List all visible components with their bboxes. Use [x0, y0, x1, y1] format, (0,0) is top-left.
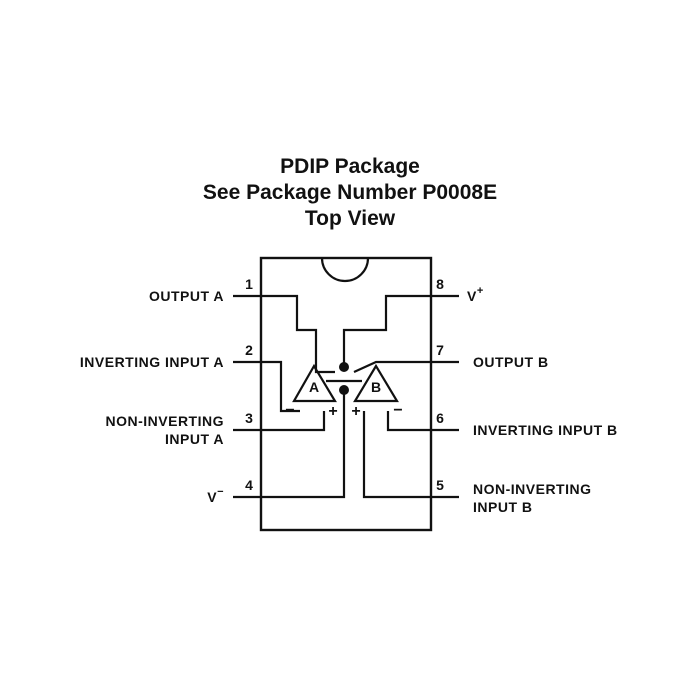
title-line-1: PDIP Package [280, 155, 420, 178]
op-amp-b-plus-sign: + [351, 403, 360, 420]
op-amp-b-minus-sign: − [393, 402, 402, 419]
pin1-notch [320, 257, 370, 283]
wire-inverting-b [386, 411, 431, 432]
pin1-number: 1 [245, 276, 253, 292]
wire-noninverting-b [362, 411, 431, 499]
pin8-label-sup: + [477, 285, 484, 297]
pin8-label-v: V [467, 288, 477, 304]
op-amp-b-triangle [353, 363, 399, 403]
pin4-label-sup: − [217, 486, 224, 498]
junction-dot-upper [339, 362, 349, 372]
op-amp-a-plus-sign: + [328, 403, 337, 420]
op-amp-a-label: A [309, 379, 319, 395]
pin7-number: 7 [436, 342, 444, 358]
pin3-label-line2: INPUT A [165, 431, 224, 447]
title-line-2: See Package Number P0008E [203, 181, 497, 204]
pin3-number: 3 [245, 410, 253, 426]
pin5-number: 5 [436, 477, 444, 493]
pin2-label: INVERTING INPUT A [80, 354, 224, 370]
pin6-label: INVERTING INPUT B [473, 422, 618, 438]
pin4-number: 4 [245, 477, 253, 493]
pin7-label: OUTPUT B [473, 354, 549, 370]
pin5-label-line1: NON-INVERTING [473, 481, 592, 497]
op-amp-a-minus-sign: − [285, 402, 294, 419]
pin5-label-line2: INPUT B [473, 499, 533, 515]
pin8-number: 8 [436, 276, 444, 292]
wire-inverting-a [261, 360, 300, 413]
pin1-label: OUTPUT A [149, 288, 224, 304]
wire-v-plus [342, 294, 431, 367]
title-line-3: Top View [305, 207, 396, 230]
wire-v-minus [261, 390, 346, 499]
pin3-label-line1: NON-INVERTING [106, 413, 225, 429]
pin8-label: V+ [467, 285, 484, 304]
pin2-number: 2 [245, 342, 253, 358]
wire-output-a [261, 294, 335, 374]
wire-output-b [353, 360, 431, 374]
op-amp-b-label: B [371, 379, 381, 395]
package-body [259, 256, 433, 532]
pin6-number: 6 [436, 410, 444, 426]
pin4-label: V− [207, 486, 224, 505]
pin4-label-v: V [207, 489, 217, 505]
junction-dot-lower [339, 385, 349, 395]
wire-noninverting-a [261, 411, 326, 432]
op-amp-a-triangle [292, 363, 337, 403]
